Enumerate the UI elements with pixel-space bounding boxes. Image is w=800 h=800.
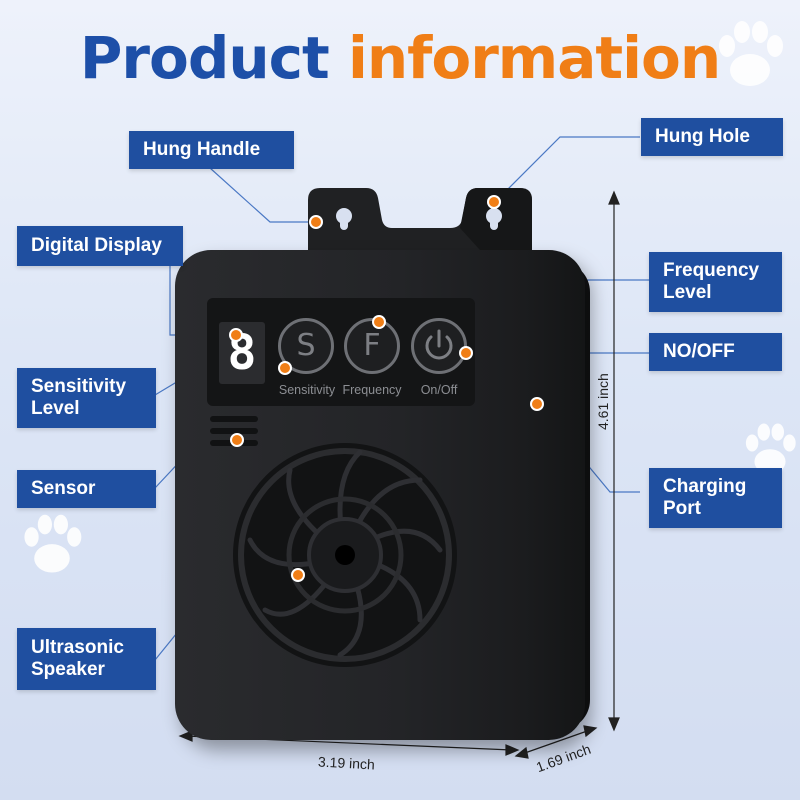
marker-digital-display xyxy=(229,328,243,342)
marker-on-off xyxy=(459,346,473,360)
label-frequency-level-line2: Level xyxy=(663,282,712,303)
paw-print-icon xyxy=(24,514,82,573)
power-button[interactable] xyxy=(411,318,467,374)
label-charging-port: Charging Port xyxy=(649,468,782,528)
hanging-bracket xyxy=(308,188,532,250)
label-charging-port-line1: Charging xyxy=(663,476,747,497)
marker-hung-hole xyxy=(487,195,501,209)
title-word-product: Product xyxy=(79,24,330,92)
label-ultrasonic-speaker-line1: Ultrasonic xyxy=(31,637,124,658)
dimension-width: 3.19 inch xyxy=(317,753,376,773)
marker-frequency xyxy=(372,315,386,329)
paw-print-icon xyxy=(745,423,796,475)
sensitivity-button-label: Sensitivity xyxy=(278,383,336,397)
marker-speaker xyxy=(291,568,305,582)
label-sensor: Sensor xyxy=(17,470,156,508)
page-title: Product information xyxy=(0,18,800,98)
onoff-button-label: On/Off xyxy=(420,383,458,397)
label-sensor-text: Sensor xyxy=(31,478,96,499)
sensor-grille-slot xyxy=(210,416,258,422)
sensor-grille-slot xyxy=(210,428,258,434)
sensitivity-button[interactable]: S xyxy=(278,318,334,374)
label-frequency-level: Frequency Level xyxy=(649,252,782,312)
label-hung-hole: Hung Hole xyxy=(641,118,783,156)
label-frequency-level-line1: Frequency xyxy=(663,260,760,281)
paw-print-icon xyxy=(719,21,783,86)
label-digital-display: Digital Display xyxy=(17,226,183,266)
label-no-off: NO/OFF xyxy=(649,333,782,371)
label-no-off-text: NO/OFF xyxy=(663,341,735,362)
label-sensitivity-level: Sensitivity Level xyxy=(17,368,156,428)
marker-charging-port xyxy=(530,397,544,411)
label-hung-handle: Hung Handle xyxy=(129,131,294,169)
label-ultrasonic-speaker: Ultrasonic Speaker xyxy=(17,628,156,690)
marker-hung-handle xyxy=(309,215,323,229)
dimension-height: 4.61 inch xyxy=(595,373,611,430)
label-digital-display-text: Digital Display xyxy=(31,235,162,256)
label-sensitivity-level-line1: Sensitivity xyxy=(31,376,127,397)
label-ultrasonic-speaker-line2: Speaker xyxy=(31,659,105,680)
frequency-button[interactable]: F xyxy=(344,318,400,374)
marker-sensitivity xyxy=(278,361,292,375)
label-charging-port-line2: Port xyxy=(663,498,701,519)
label-sensitivity-level-line2: Level xyxy=(31,398,80,419)
label-hung-handle-text: Hung Handle xyxy=(143,139,261,160)
label-hung-hole-text: Hung Hole xyxy=(655,126,750,147)
title-word-information: information xyxy=(347,24,721,92)
power-icon xyxy=(425,329,453,360)
ultrasonic-speaker xyxy=(233,443,457,667)
marker-sensor xyxy=(230,433,244,447)
frequency-button-label: Frequency xyxy=(342,383,402,397)
